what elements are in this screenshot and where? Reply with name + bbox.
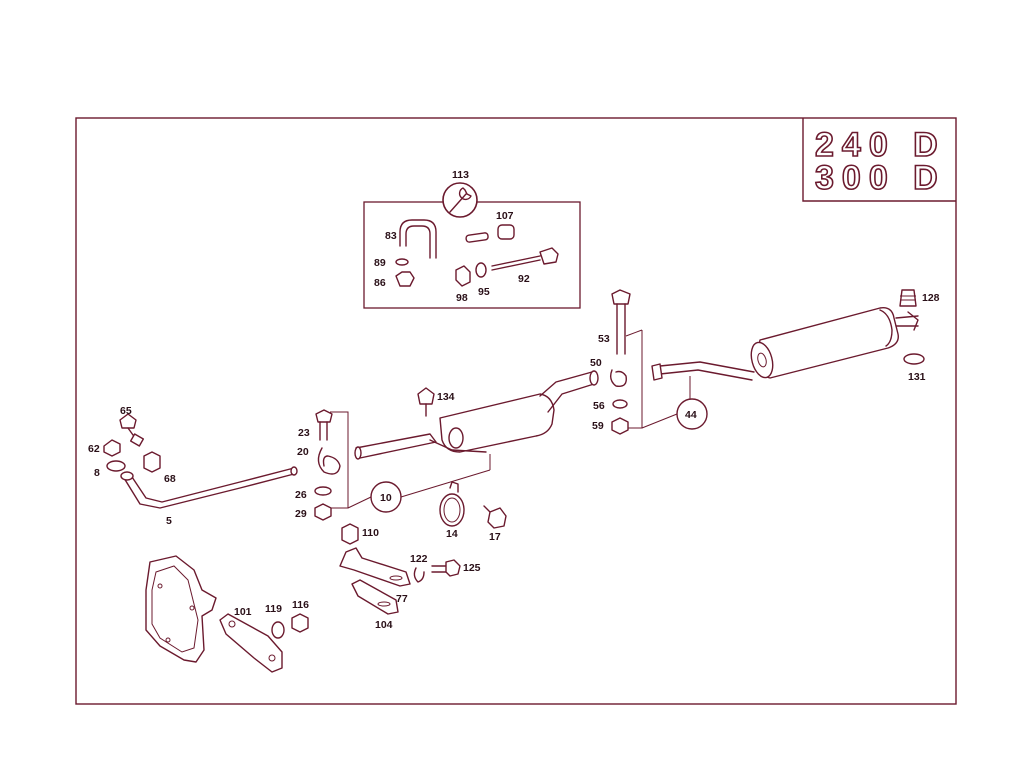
label-14: 14 — [446, 528, 458, 540]
front-muffler: 134 — [354, 370, 599, 460]
label-59: 59 — [592, 420, 604, 432]
model-badge-box: 240 D 300 D — [802, 118, 956, 202]
bracket-77 — [339, 547, 411, 587]
label-5: 5 — [166, 515, 172, 527]
manifold-flange-group: 101 119 116 — [145, 555, 309, 673]
label-125: 125 — [463, 562, 481, 574]
clamp-group-44: 53 50 56 59 44 — [590, 289, 708, 435]
label-86: 86 — [374, 277, 386, 289]
washer-119 — [271, 621, 285, 639]
bolt-23 — [315, 409, 333, 423]
bracket-104 — [351, 579, 399, 615]
screw-17: 17 — [483, 505, 507, 543]
clamp-group-10: 23 20 26 29 10 — [295, 409, 491, 521]
bolt-92 — [491, 255, 541, 271]
label-53: 53 — [598, 333, 610, 345]
label-122: 122 — [410, 553, 428, 565]
label-116: 116 — [292, 599, 309, 611]
label-56: 56 — [593, 400, 605, 412]
label-50: 50 — [590, 357, 602, 369]
detail-inset: 113 83 89 86 107 92 95 98 — [363, 169, 581, 309]
nut-116 — [291, 613, 309, 633]
washer-26 — [314, 486, 332, 496]
rubber-mount-134 — [417, 387, 435, 405]
label-110: 110 — [362, 527, 379, 539]
label-119: 119 — [265, 603, 282, 615]
nut-29 — [314, 503, 332, 521]
washer-122 — [413, 567, 425, 583]
label-68: 68 — [164, 473, 176, 485]
clamp-50 — [609, 369, 627, 387]
nut-86 — [395, 271, 415, 287]
nut-98 — [455, 265, 471, 287]
label-98: 98 — [456, 292, 468, 304]
clamp-20 — [317, 447, 341, 475]
rear-muffler: 128 131 — [651, 289, 940, 383]
label-89: 89 — [374, 257, 386, 269]
washer-95 — [475, 262, 487, 278]
label-107: 107 — [496, 210, 514, 222]
model-badge-240d: 240 D — [815, 126, 946, 164]
label-134: 134 — [437, 391, 455, 403]
u-bolt-83 — [399, 219, 437, 259]
nut-110 — [341, 523, 359, 545]
label-23: 23 — [298, 427, 310, 439]
gasket-101 — [219, 613, 283, 673]
washer-89 — [395, 258, 409, 266]
label-92: 92 — [518, 273, 530, 285]
bracket-group: 110 77 104 122 125 — [339, 523, 481, 631]
label-26: 26 — [295, 489, 307, 501]
label-101: 101 — [234, 606, 252, 618]
washer-56 — [612, 399, 628, 409]
bolt-53 — [611, 289, 631, 305]
label-77: 77 — [396, 593, 408, 605]
nut-59 — [611, 417, 629, 435]
bush-107 — [497, 224, 515, 240]
washer-131 — [903, 353, 925, 365]
label-83: 83 — [385, 230, 397, 242]
rubber-mount-128 — [899, 289, 917, 307]
label-104: 104 — [375, 619, 393, 631]
group-44-number: 44 — [685, 409, 697, 421]
label-20: 20 — [297, 446, 309, 458]
label-8: 8 — [94, 467, 100, 479]
label-29: 29 — [295, 508, 307, 520]
strap-clamp-14: 14 — [439, 481, 465, 540]
flange-cover — [145, 555, 217, 663]
tool-number: 113 — [452, 169, 469, 181]
pin — [465, 232, 489, 243]
diagram-frame — [75, 117, 957, 705]
front-pipe-5: 5 — [120, 466, 298, 527]
label-131: 131 — [908, 371, 926, 383]
label-65: 65 — [120, 405, 132, 417]
label-17: 17 — [489, 531, 501, 543]
label-95: 95 — [478, 286, 490, 298]
model-badge-300d: 300 D — [815, 159, 946, 197]
label-62: 62 — [88, 443, 100, 455]
front-pipe-fasteners: 65 62 8 68 — [88, 405, 176, 485]
group-10-number: 10 — [380, 492, 392, 504]
label-128: 128 — [922, 292, 940, 304]
